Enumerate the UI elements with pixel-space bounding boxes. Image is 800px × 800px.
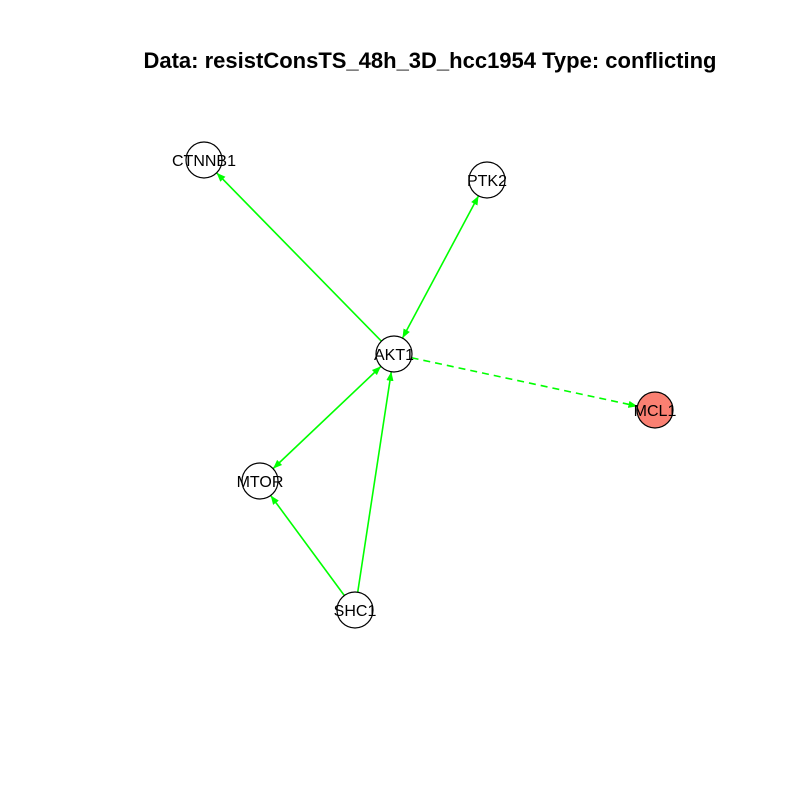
node-label: AKT1	[374, 347, 414, 364]
node-circle	[241, 462, 279, 500]
edges-layer	[216, 172, 638, 596]
node-label: SHC1	[334, 603, 377, 620]
node-mtor: MTOR	[237, 462, 284, 500]
node-circle	[636, 391, 674, 429]
edge-shc1-akt1	[356, 371, 394, 593]
edge-akt1-ctnnb1	[216, 172, 382, 342]
node-ptk2: PTK2	[467, 161, 507, 199]
node-mcl1: MCL1	[634, 391, 677, 429]
node-akt1: AKT1	[374, 335, 414, 373]
node-circle	[375, 335, 413, 373]
node-circle	[185, 141, 223, 179]
edge-shc1-mtor	[270, 495, 345, 596]
edge-akt1-ptk2	[401, 195, 480, 339]
node-label: PTK2	[467, 173, 507, 190]
diagram-title: Data: resistConsTS_48h_3D_hcc1954 Type: …	[143, 48, 717, 73]
node-label: MTOR	[237, 474, 284, 491]
node-circle	[468, 161, 506, 199]
edge-akt1-mtor	[272, 365, 382, 470]
node-shc1: SHC1	[334, 591, 377, 629]
node-circle	[336, 591, 374, 629]
node-label: CTNNB1	[172, 153, 236, 170]
edge-akt1-mcl1	[411, 356, 638, 408]
node-label: MCL1	[634, 403, 677, 420]
node-ctnnb1: CTNNB1	[172, 141, 236, 179]
